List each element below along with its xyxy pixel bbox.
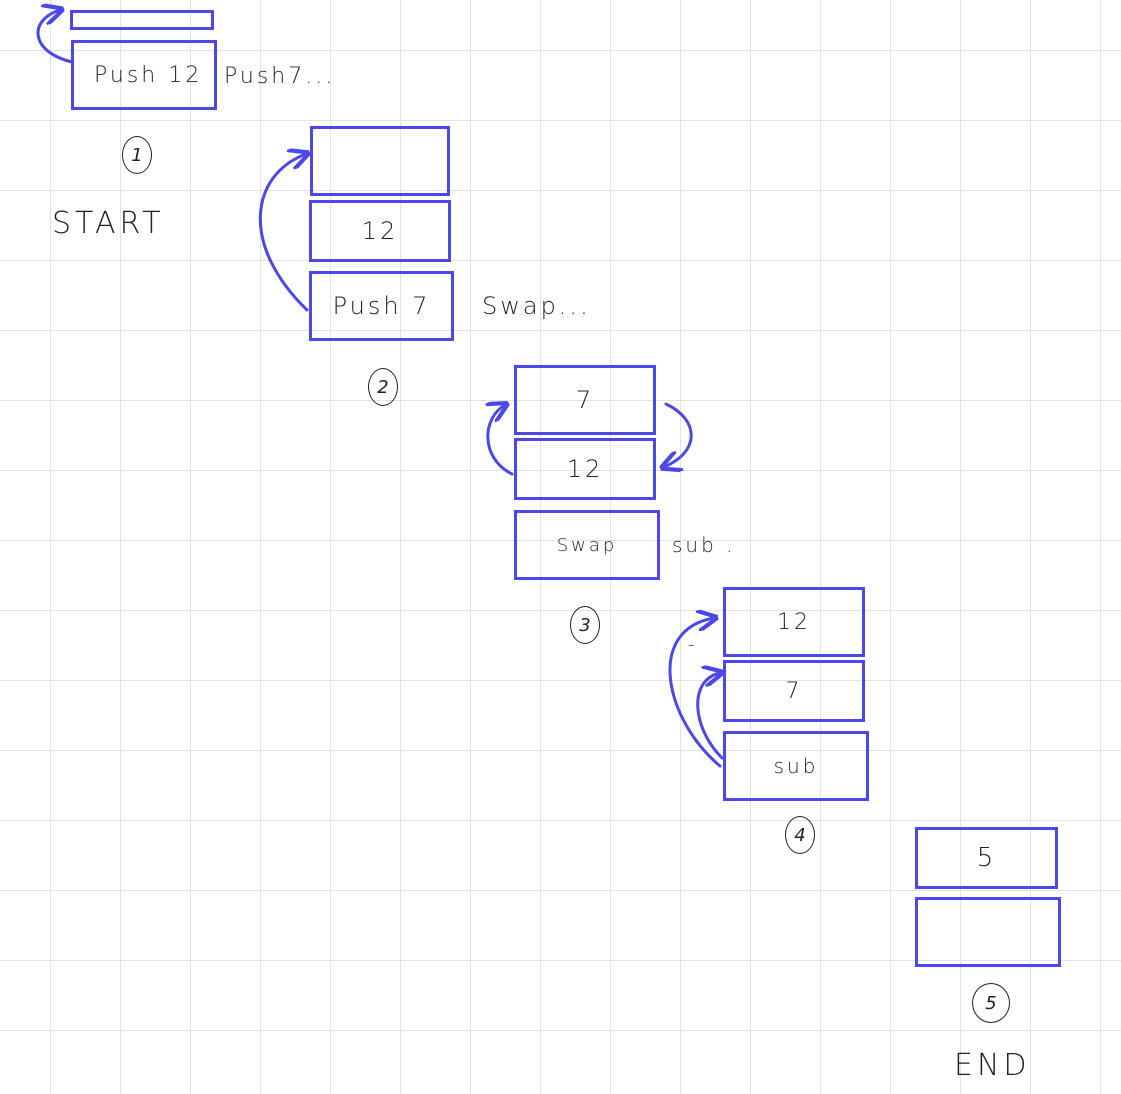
step3-top-value-text: 7 xyxy=(575,386,595,414)
step2-next-instructions: Swap... xyxy=(482,292,591,320)
step4-top-value-text: 12 xyxy=(777,609,811,635)
step1-instruction-box: Push 12 xyxy=(71,40,217,110)
step5-result-box: 5 xyxy=(915,827,1058,889)
step2-number: 2 xyxy=(368,368,398,406)
step3-second-value-box: 12 xyxy=(514,438,656,500)
step4-second-value-text: 7 xyxy=(785,678,803,704)
step2-empty-slot xyxy=(310,126,450,196)
step3-number: 3 xyxy=(570,606,600,644)
step1-instruction-text: Push 12 xyxy=(94,62,203,88)
step4-number: 4 xyxy=(785,816,815,854)
step5-result-text: 5 xyxy=(976,843,997,873)
step3-second-value-text: 12 xyxy=(566,455,604,483)
step1-number: 1 xyxy=(122,136,152,174)
step4-second-value-box: 7 xyxy=(723,660,865,722)
step4-sub-arrow-to-second xyxy=(696,673,722,760)
step4-instruction-text: sub xyxy=(773,754,819,778)
step4-instruction-box: sub xyxy=(723,731,869,801)
step4-minus-mark: - xyxy=(688,634,698,655)
step2-value-box: 12 xyxy=(309,200,451,262)
step4-top-value-box: 12 xyxy=(723,587,865,657)
step3-swap-arrow-up xyxy=(488,405,514,476)
step3-instruction-box: Swap xyxy=(514,510,660,580)
step3-next-instructions: sub . xyxy=(672,533,736,557)
step5-number: 5 xyxy=(972,983,1010,1023)
step5-caption: END xyxy=(954,1048,1031,1083)
step2-instruction-text: Push 7 xyxy=(332,292,431,320)
step2-push-arrow xyxy=(258,154,307,312)
step5-empty-slot xyxy=(915,897,1061,967)
step3-swap-arrow-down xyxy=(664,402,693,467)
step3-instruction-text: Swap xyxy=(556,534,618,556)
step3-top-value-box: 7 xyxy=(514,365,656,435)
step1-push-arrow xyxy=(36,10,74,64)
step2-value-text: 12 xyxy=(361,217,399,245)
step1-caption: START xyxy=(52,206,165,241)
step2-instruction-box: Push 7 xyxy=(309,271,454,341)
step1-next-instructions: Push7... xyxy=(224,64,336,89)
step1-empty-slot xyxy=(70,10,214,30)
